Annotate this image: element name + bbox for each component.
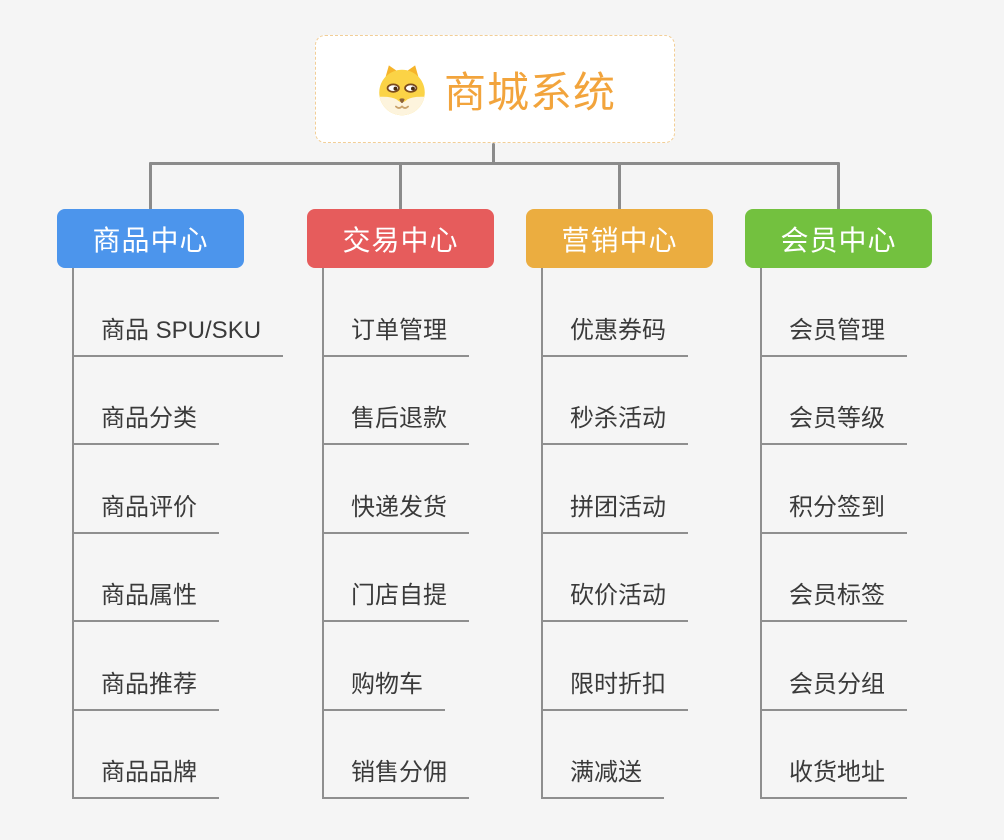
root-node[interactable]: 商城系统 [315, 35, 675, 143]
branch-children: 订单管理售后退款快递发货门店自提购物车销售分佣 [322, 268, 469, 799]
connector-drop-3 [618, 162, 621, 211]
child-node[interactable]: 会员标签 [762, 534, 907, 622]
child-node[interactable]: 商品分类 [74, 357, 219, 445]
branch-children: 优惠券码秒杀活动拼团活动砍价活动限时折扣满减送 [541, 268, 688, 799]
child-node[interactable]: 商品 SPU/SKU [74, 268, 284, 357]
branch: 交易中心 订单管理售后退款快递发货门店自提购物车销售分佣 [307, 209, 494, 799]
child-node[interactable]: 会员等级 [762, 357, 907, 445]
child-node[interactable]: 会员管理 [762, 268, 907, 357]
child-node[interactable]: 积分签到 [762, 445, 907, 534]
branch-node[interactable]: 会员中心 [745, 209, 932, 268]
child-node[interactable]: 限时折扣 [543, 622, 688, 711]
child-node[interactable]: 满减送 [543, 711, 664, 799]
child-node[interactable]: 商品评价 [74, 445, 219, 534]
child-node[interactable]: 秒杀活动 [543, 357, 688, 445]
child-node[interactable]: 商品属性 [74, 534, 219, 622]
child-node[interactable]: 拼团活动 [543, 445, 688, 534]
child-node[interactable]: 商品推荐 [74, 622, 219, 711]
child-node[interactable]: 售后退款 [324, 357, 469, 445]
child-node[interactable]: 订单管理 [324, 268, 469, 357]
child-node[interactable]: 优惠券码 [543, 268, 688, 357]
branch-node[interactable]: 交易中心 [307, 209, 494, 268]
connector-horizontal-bar [149, 162, 840, 165]
child-node[interactable]: 购物车 [324, 622, 445, 711]
branch: 营销中心 优惠券码秒杀活动拼团活动砍价活动限时折扣满减送 [526, 209, 713, 799]
child-node[interactable]: 会员分组 [762, 622, 907, 711]
child-node[interactable]: 快递发货 [324, 445, 469, 534]
connector-drop-2 [399, 162, 402, 211]
child-node[interactable]: 收货地址 [762, 711, 907, 799]
connector-root-stub [492, 143, 495, 164]
child-node[interactable]: 门店自提 [324, 534, 469, 622]
branch-node[interactable]: 营销中心 [526, 209, 713, 268]
connector-drop-1 [149, 162, 152, 211]
branch-children: 会员管理会员等级积分签到会员标签会员分组收货地址 [760, 268, 907, 799]
child-node[interactable]: 商品品牌 [74, 711, 219, 799]
child-node[interactable]: 砍价活动 [543, 534, 688, 622]
child-node[interactable]: 销售分佣 [324, 711, 469, 799]
branch: 会员中心 会员管理会员等级积分签到会员标签会员分组收货地址 [745, 209, 932, 799]
dog-icon [379, 65, 425, 116]
connector-drop-4 [837, 162, 840, 211]
root-title: 商城系统 [443, 68, 616, 116]
branch-node[interactable]: 商品中心 [57, 209, 244, 268]
